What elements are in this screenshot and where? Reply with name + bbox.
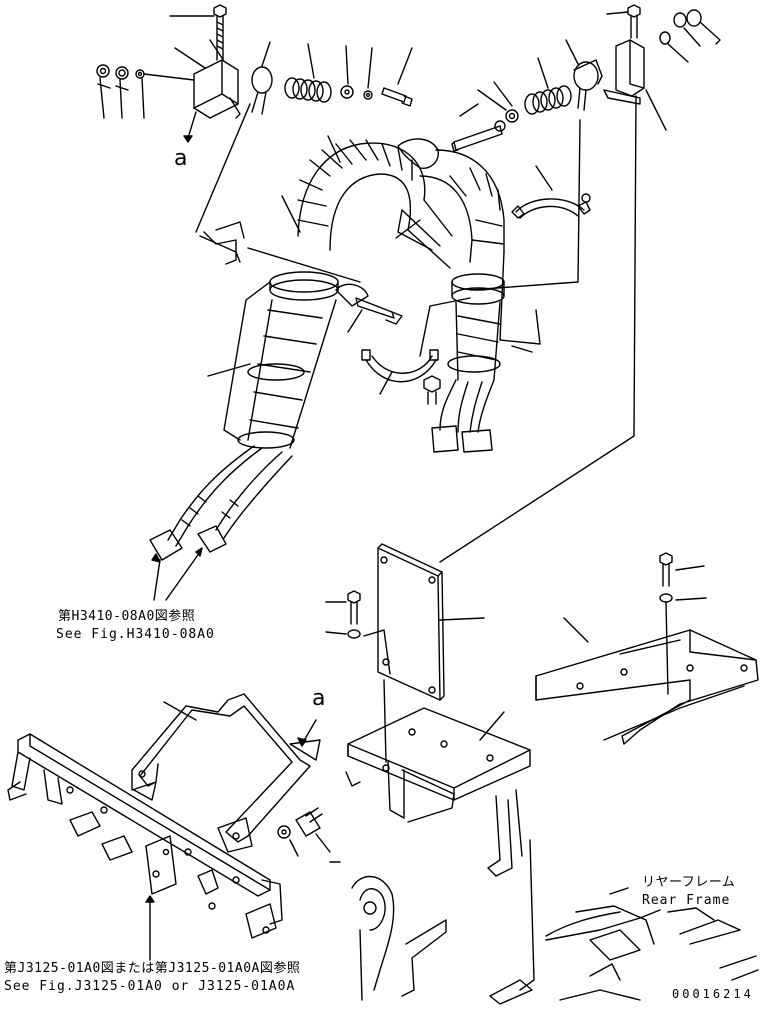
- bolt-plate-left: [325, 590, 391, 675]
- clamp-fitting-center: [335, 283, 403, 333]
- hose-clamp-middle: [361, 349, 441, 405]
- hose-reference-jp: 第H3410-08A0図参照: [58, 609, 196, 624]
- drawing-code: 00016214: [672, 987, 754, 1001]
- damper-assembly-left: [251, 41, 413, 115]
- right-tray-bracket: [535, 552, 759, 745]
- left-frame-rail: [7, 733, 283, 961]
- frame-reference-jp: 第J3125-01A0図または第J3125-01A0A図参照: [4, 961, 301, 976]
- rear-frame-outline: [351, 875, 759, 1005]
- mounting-bracket-right: [603, 39, 645, 105]
- bolt-washer-lower: [277, 807, 331, 857]
- upper-left-bracket-group: [96, 4, 241, 143]
- hose-reference-en: See Fig.H3410-08A0: [56, 627, 215, 642]
- coil-spring-right: [524, 57, 572, 115]
- leader-bracket: [174, 39, 223, 69]
- connection-lines: [195, 95, 637, 563]
- view-marker-a-top: a: [174, 146, 188, 171]
- nut-washer-stack-left: [96, 64, 195, 119]
- rear-frame-label-en: Rear Frame: [642, 893, 731, 908]
- hose-clamp-upper-right: [511, 165, 591, 219]
- reference-arrows: [151, 547, 203, 601]
- view-arrow-a-top: [187, 111, 197, 139]
- left-hose-segment: [149, 271, 339, 561]
- vertical-mount-plate: [377, 543, 485, 701]
- damper-assembly-right: [451, 4, 721, 152]
- bolt-top-left: [169, 4, 227, 61]
- frame-reference-en: See Fig.J3125-01A0 or J3125-01A0A: [4, 979, 296, 994]
- center-box-bracket: [345, 679, 535, 991]
- wrapped-hose-arch: [281, 135, 505, 269]
- u-shaped-bracket: [131, 693, 321, 853]
- coil-spring-left: [284, 43, 332, 103]
- right-hose-segment: [431, 251, 541, 453]
- view-marker-a-bottom: a: [312, 686, 326, 711]
- rear-frame-label-jp: リヤーフレーム: [642, 875, 736, 890]
- mounting-bracket-left: [193, 59, 241, 119]
